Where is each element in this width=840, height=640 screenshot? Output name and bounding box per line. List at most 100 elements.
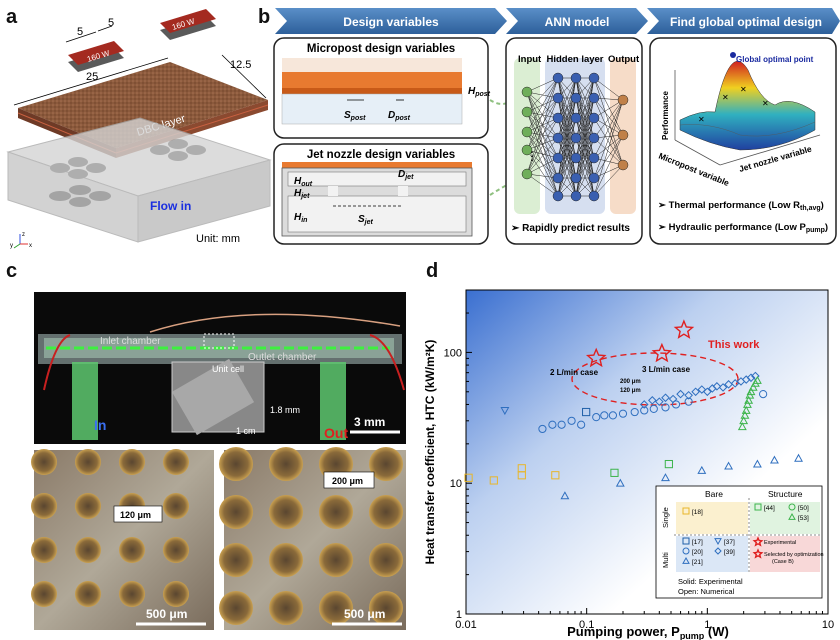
micropost — [31, 581, 57, 607]
data-point — [737, 422, 747, 431]
dim-25: 25 — [86, 71, 98, 83]
ann-neuron — [552, 172, 564, 184]
ann-connection — [526, 77, 559, 151]
data-point — [759, 389, 768, 399]
ann-connection — [593, 97, 624, 166]
ann-connection — [526, 131, 559, 159]
inlet-chamber-label: Inlet chamber — [100, 336, 161, 347]
ann-neuron — [588, 72, 600, 84]
h-post-label: Hpost — [468, 86, 491, 98]
micropost — [31, 449, 57, 475]
legend-selected-caseb: (Case B) — [772, 559, 794, 565]
panel-label-d: d — [426, 260, 439, 282]
series-3 — [538, 389, 768, 434]
data-point — [585, 347, 607, 368]
legend-ref44: [44] — [764, 505, 775, 512]
x-tick-label: 10 — [822, 619, 834, 631]
micropost — [269, 447, 303, 481]
ann-connection — [526, 117, 559, 133]
ann-connection — [593, 134, 624, 159]
dim-5-a: 5 — [77, 26, 83, 38]
legend-marker-18 — [682, 507, 690, 515]
ann-neuron — [570, 92, 582, 104]
x-axis-label: Pumping power, Ppump (W) — [567, 624, 729, 640]
micropost — [163, 581, 189, 607]
legend-ref18: [18] — [692, 509, 703, 516]
series-8 — [585, 342, 673, 368]
micropost — [219, 495, 253, 529]
legend-multi: Multi — [661, 552, 670, 568]
legend-marker-44 — [754, 503, 762, 511]
micropost-array — [282, 88, 462, 94]
panel-a-exploded-view: 160 W 160 W 5 5 25 12.5 DBC layer — [6, 9, 272, 249]
data-point — [577, 420, 586, 429]
micropost — [75, 493, 101, 519]
micropost — [369, 495, 403, 529]
cold-plate — [6, 117, 272, 243]
series-0 — [464, 464, 560, 485]
ann-connection — [593, 134, 624, 179]
svg-text:✕: ✕ — [762, 99, 769, 108]
ann-neuron — [570, 132, 582, 144]
data-point — [752, 459, 762, 468]
ann-neuron — [521, 168, 533, 180]
data-point — [712, 382, 722, 391]
data-point — [640, 406, 649, 415]
ann-connection — [593, 77, 624, 166]
ann-neuron — [617, 129, 629, 141]
data-point — [651, 342, 673, 363]
ann-connection — [593, 99, 624, 179]
ann-neuron — [570, 112, 582, 124]
ann-ellipsis: ⋮ — [526, 149, 538, 163]
legend-ref17: [17] — [692, 539, 703, 546]
axis-triad — [13, 234, 28, 249]
legend-ref20: [20] — [692, 549, 703, 556]
ann-connection — [526, 131, 559, 179]
series-4 — [500, 407, 510, 416]
data-point — [673, 319, 695, 339]
chevron-ann-model — [506, 8, 648, 34]
ann-connection — [575, 77, 595, 159]
legend-ref21: [21] — [692, 559, 703, 566]
micropost — [269, 591, 303, 625]
series-6 — [639, 371, 760, 409]
chevron-label-opt: Find global optimal design — [670, 15, 822, 29]
d-post-label: Dpost — [388, 110, 411, 122]
h-in-label: Hin — [294, 212, 307, 224]
ann-neuron — [588, 190, 600, 202]
data-point — [746, 387, 756, 396]
in-label: In — [94, 417, 106, 433]
x-tick-label: 0.01 — [455, 619, 476, 631]
micropost — [119, 449, 145, 475]
ann-hidden-label: Hidden layer — [546, 54, 603, 65]
ann-neuron — [570, 172, 582, 184]
data-point — [560, 491, 570, 500]
micropost-grid-120 — [31, 449, 189, 607]
legend-structure: Structure — [768, 489, 803, 499]
legend-marker-selected — [752, 548, 764, 559]
legend-marker-50 — [788, 503, 796, 511]
ann-neuron — [552, 190, 564, 202]
ann-neuron — [521, 86, 533, 98]
ann-connection — [557, 77, 577, 159]
performance-surface-plot: ✕ ✕ ✕ ✕ — [674, 52, 821, 166]
data-point — [697, 465, 707, 474]
ann-neuron — [552, 112, 564, 124]
y-tick-label: 10 — [450, 478, 462, 490]
legend-solid: Solid: Experimental — [678, 577, 743, 586]
data-point — [500, 407, 510, 416]
data-point — [684, 390, 693, 400]
micropost — [75, 449, 101, 475]
ann-connection — [557, 137, 577, 197]
ann-connection — [593, 99, 624, 119]
micropost-grid-200 — [219, 447, 403, 625]
data-point — [649, 404, 658, 413]
x-tick-label: 0.1 — [579, 619, 594, 631]
data-point — [748, 382, 758, 391]
annotation-this-work: This work — [708, 339, 760, 351]
data-point — [697, 385, 707, 394]
ann-neuron — [521, 126, 533, 138]
legend-ref50: [50] — [798, 505, 809, 512]
data-point — [691, 387, 700, 397]
unit-cell-label: Unit cell — [212, 364, 244, 374]
